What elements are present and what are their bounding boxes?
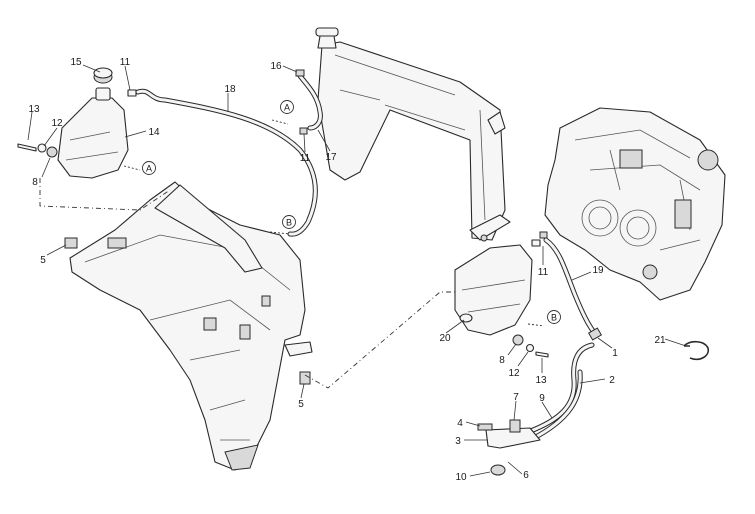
callout-number: 18 [224,84,236,95]
callout-number: 5 [298,399,304,410]
callout-number: 6 [523,470,529,481]
hose-17 [295,69,323,131]
callout-number: 11 [300,153,311,164]
callout-number: 20 [439,333,451,344]
callout-number: 21 [654,335,666,346]
hose-18 [135,88,318,237]
phantom-lines [39,119,545,389]
ref-a-radiator: A [280,100,294,114]
callout-number: 11 [120,57,131,68]
hose-19 [543,237,599,338]
callout-number: 8 [499,355,505,366]
hose-9 [527,369,583,443]
ref-letter: A [284,102,290,112]
ref-b-tank: B [547,310,561,324]
callout-number: 12 [51,118,63,129]
fairing-panel [69,181,313,471]
callout-number: 10 [455,472,467,483]
callout-number: 13 [28,104,40,115]
callout-number: 1 [612,348,618,359]
callout-number: 9 [539,393,545,404]
hose-2 [525,342,595,435]
secondary-tank [454,239,541,336]
callout-labels: 15 11 13 12 14 8 18 16 11 17 5 20 11 19 … [28,57,666,483]
callout-number: 19 [592,265,604,276]
callout-number: 15 [70,57,82,68]
callout-number: 7 [513,392,519,403]
callout-number: 13 [535,375,547,386]
ref-letter: B [551,312,557,322]
engine-block [544,107,726,301]
callout-number: 11 [538,267,549,278]
ref-a-tank: A [142,161,156,175]
callout-number: 4 [457,418,463,429]
ref-b-hose: B [282,215,296,229]
callout-number: 16 [270,61,282,72]
callout-number: 3 [455,436,461,447]
leader-lines [27,64,687,477]
callout-number: 12 [508,368,520,379]
small-fittings [299,127,710,476]
callout-number: 2 [609,375,615,386]
callout-number: 5 [40,255,46,266]
ref-letter: B [286,217,292,227]
callout-number: 8 [32,177,38,188]
callout-number: 17 [325,152,337,163]
ref-letter: A [146,163,152,173]
radiator [315,27,511,242]
callout-number: 14 [148,127,160,138]
